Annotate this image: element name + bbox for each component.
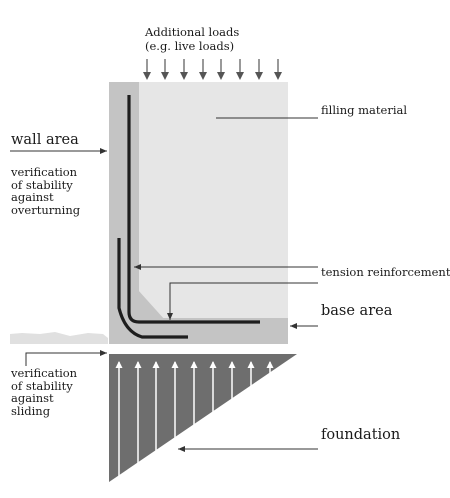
overturning-line3: against: [11, 190, 54, 205]
filling-material-label: filling material: [321, 103, 408, 117]
sliding-line1: verification: [11, 366, 78, 380]
additional-loads-label-line2: (e.g. live loads): [145, 39, 235, 53]
sliding-line2: of stability: [11, 378, 73, 393]
overturning-line2: of stability: [11, 177, 73, 192]
wall-stem: [109, 82, 139, 344]
sliding-verification-label: verification of stability against slidin…: [11, 367, 77, 418]
foundation-label: foundation: [321, 427, 401, 443]
overturning-verification-label: verification of stability against overtu…: [11, 166, 80, 217]
base-area-label: base area: [321, 303, 393, 319]
pressure-arrows: [115, 361, 274, 477]
leader-sliding: [25, 350, 107, 366]
sliding-line4: sliding: [11, 403, 51, 418]
load-arrows: [143, 59, 282, 80]
ground-surface: [10, 332, 108, 344]
additional-loads-label-line1: Additional loads: [145, 25, 240, 39]
rebar-secondary: [117, 238, 188, 339]
overturning-line1: verification: [11, 165, 78, 179]
rebar-main: [127, 95, 260, 324]
sliding-line3: against: [11, 391, 54, 406]
overturning-line4: overturning: [11, 202, 81, 217]
filling-material-area: [138, 82, 288, 318]
wall-haunch: [138, 290, 165, 320]
tension-reinforcement-label: tension reinforcement: [321, 265, 450, 279]
leader-tension-reinforcement-2: [167, 282, 318, 320]
wall-area-label: wall area: [11, 132, 79, 148]
foundation-pressure-triangle: [109, 354, 297, 482]
